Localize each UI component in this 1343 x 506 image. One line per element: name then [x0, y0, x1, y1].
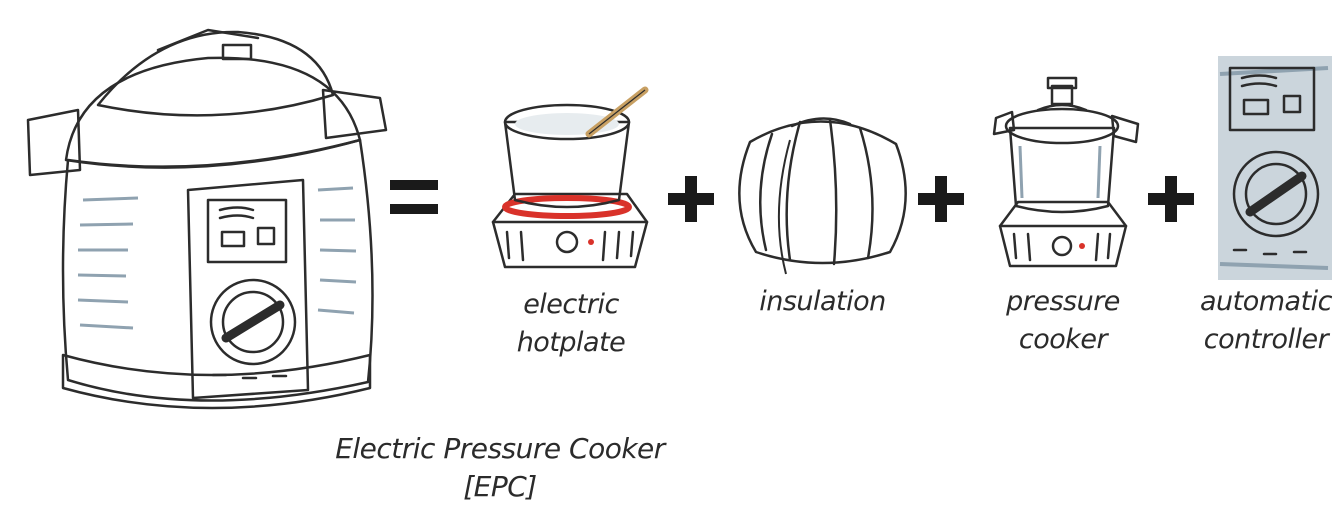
component-label-automatic-controller: automatic controller [1192, 283, 1340, 359]
electric-pressure-cooker-icon [8, 10, 393, 430]
component-label-hotplate: electric hotplate [516, 286, 626, 362]
plus-sign-icon [1144, 172, 1198, 226]
result-label-epc: Electric Pressure Cooker [EPC] [300, 430, 700, 506]
component-label-insulation: insulation [740, 283, 905, 321]
component-label-pressure-cooker: pressure cooker [1003, 283, 1123, 359]
plus-sign-icon [914, 172, 968, 226]
hotplate-with-pot-icon [485, 82, 657, 282]
control-dial-icon [1216, 54, 1334, 282]
plus-sign-icon [664, 172, 718, 226]
equals-sign-icon [386, 176, 442, 220]
insulation-cozy-icon [730, 102, 914, 280]
pressure-cooker-icon [982, 66, 1144, 278]
